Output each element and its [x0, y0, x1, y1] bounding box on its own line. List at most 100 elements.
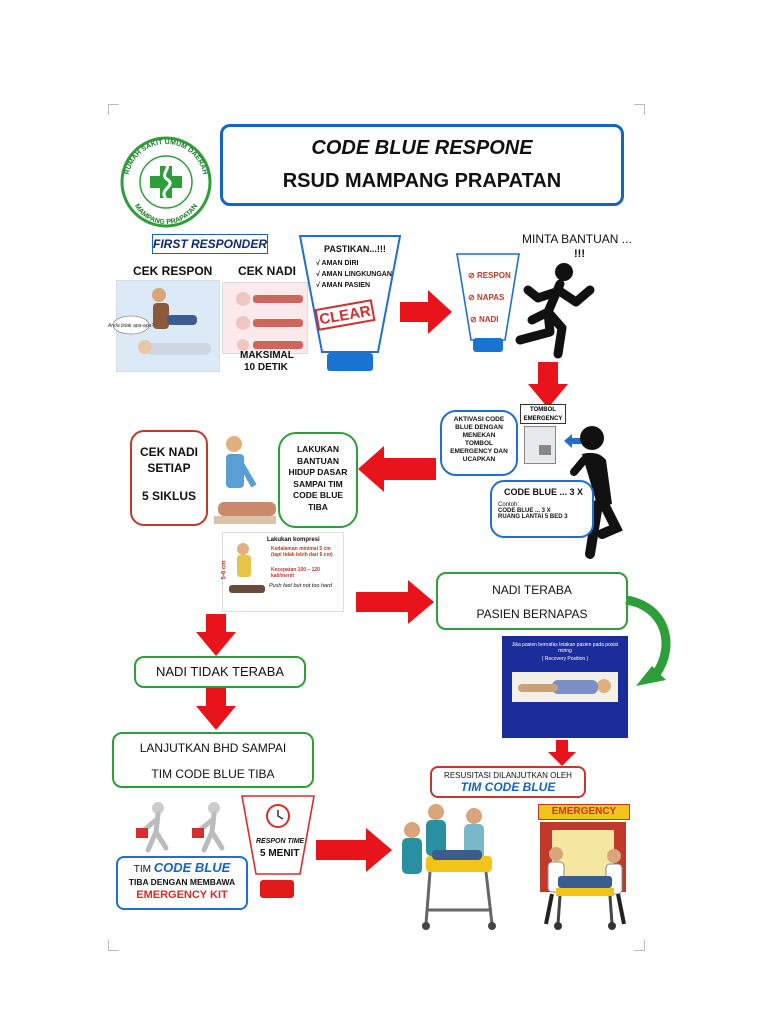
recovery-person-icon [518, 679, 611, 694]
recovery-position-card: Jika pasien bernafas letakan pasien pada… [502, 636, 628, 738]
emergency-button-panel [524, 426, 556, 464]
arrow-down-icon-3 [196, 614, 236, 656]
cpr-compression-icon [214, 436, 276, 524]
resusitasi-line-2: TIM CODE BLUE [460, 780, 556, 794]
cpr-illustration [210, 432, 276, 528]
rescuer-check-response-icon: Anda tidak apa-apa? [107, 288, 211, 355]
tim-code-blue: CODE BLUE [153, 860, 231, 875]
contoh-line-1: CODE BLUE ... 3 X [498, 508, 551, 514]
curved-arrow-icon [625, 595, 671, 686]
pastikan-item-3: √ AMAN PASIEN [316, 282, 371, 289]
kompresi-person-icon [229, 543, 265, 593]
lakukan-line-1: LAKUKAN [296, 444, 340, 454]
detik-label: 10 DETIK [244, 362, 288, 373]
lakukan-line-4: SAMPAI TIM [293, 478, 343, 489]
arrow-left-small-icon [564, 434, 586, 448]
pulse-check-icon [236, 292, 303, 351]
arrow-right-icon-2 [356, 580, 434, 624]
resusitasi-line-1: RESUSITASI DILANJUTKAN OLEH [444, 771, 572, 780]
crop-mark-tr [634, 104, 645, 115]
arrow-down-icon-1 [528, 362, 568, 408]
kompresi-bullet-1: Kedalaman minimal 5 cm (tapi tidak lebih… [271, 546, 333, 558]
emergency-kit-people-icon [136, 802, 225, 853]
cek-respon-label: CEK RESPON [133, 264, 213, 278]
first-responder-label: FIRST RESPONDER [152, 234, 268, 254]
kompresi-title: Lakukan kompresi [267, 537, 320, 543]
checklist-button [473, 338, 503, 352]
pastikan-item-2: √ AMAN LINGKUNGAN [316, 271, 392, 278]
pastikan-button [327, 353, 373, 371]
nadi-teraba-line-2: PASIEN BERNAPAS [476, 607, 588, 621]
recovery-image [512, 672, 618, 702]
tim-tiba-line-2: TIBA DENGAN MEMBAWA [128, 877, 236, 887]
kompresi-push: Push fast but not too hard [269, 583, 332, 589]
tim-tiba-line-1: TIM CODE BLUE [118, 860, 246, 875]
emergency-button-icon [539, 445, 551, 455]
title-line-1: CODE BLUE RESPONE [311, 137, 533, 159]
cek-respon-illustration: Anda tidak apa-apa? [107, 280, 220, 372]
aktivasi-line-5: EMERGENCY DAN [450, 448, 508, 455]
code-blue-call: CODE BLUE ... 3 X [504, 487, 584, 497]
cek-nadi-setiap-line-2: SETIAP [147, 461, 191, 475]
checklist-item-respon-label: RESPON [476, 271, 511, 280]
aktivasi-line-6: UCAPKAN [462, 456, 496, 463]
tim-label: TIM [133, 864, 151, 875]
aktivasi-line-4: TOMBOL [464, 440, 494, 447]
standing-person-icon [570, 426, 623, 559]
kompresi-card: 5-6 cm Lakukan kompresi Kedalaman minima… [222, 532, 344, 612]
lakukan-line-3: HIDUP DASAR [288, 467, 348, 477]
aktivasi-line-3: MENEKAN [462, 432, 496, 439]
checklist-item-nadi: ⊘ NADI [470, 315, 499, 324]
kompresi-bullet-2: Kecepatan 100 – 120 kali/menit [271, 567, 320, 579]
checklist-item-napas-label: NAPAS [476, 293, 505, 302]
lakukan-line-6: TIBA [308, 501, 328, 512]
running-person-icon [515, 263, 595, 359]
cek-nadi-illustration [222, 282, 308, 354]
lanjutkan-line-2: TIM CODE BLUE TIBA [151, 767, 275, 781]
respon-time-value: 5 MENIT [260, 848, 300, 859]
title-box: CODE BLUE RESPONE RSUD MAMPANG PRAPATAN [220, 124, 624, 206]
lanjutkan-line-1: LANJUTKAN BHD SAMPAI [139, 741, 287, 755]
kompresi-side-label: 5-6 cm [221, 560, 228, 580]
cek-nadi-label: CEK NADI [238, 264, 297, 278]
cek-nadi-setiap-line-1: CEK NADI [139, 445, 198, 459]
checklist-item-nadi-label: NADI [478, 315, 499, 324]
lakukan-line-2: BANTUAN [296, 455, 340, 466]
respon-time-button [260, 880, 294, 898]
speech-bubble-text: Anda tidak apa-apa? [107, 323, 154, 329]
resuscitation-team-icon [402, 804, 496, 930]
cek-nadi-setiap-box: CEK NADI SETIAP 5 SIKLUS [130, 430, 208, 526]
hospital-logo: RUMAH SAKIT UMUM DAERAH MAMPANG PRAPATAN [114, 132, 218, 228]
minta-bantuan-exclaim: !!! [574, 248, 585, 260]
arrow-down-icon-2 [548, 740, 576, 766]
contoh-line-2: RUANG LANTAI 5 BED 3 [498, 514, 568, 520]
clock-icon [277, 810, 284, 820]
respon-time-label: RESPON TIME [256, 838, 305, 845]
maksimal-label: MAKSIMAL [240, 350, 294, 361]
arrow-down-icon-4 [196, 688, 236, 730]
recovery-caption: Jika pasien bernafas letakan pasien pada… [511, 642, 619, 654]
checklist-item-respon: ⊘ RESPON [468, 271, 511, 280]
checklist-shape [456, 253, 520, 341]
title-line-2: RSUD MAMPANG PRAPATAN [282, 170, 562, 192]
pastikan-item-1: √ AMAN DIRI [316, 260, 359, 267]
resusitasi-box: RESUSITASI DILANJUTKAN OLEH TIM CODE BLU… [430, 766, 586, 798]
nadi-teraba-box: NADI TERABA PASIEN BERNAPAS [436, 572, 628, 630]
logo-emblem-icon: RUMAH SAKIT UMUM DAERAH MAMPANG PRAPATAN [120, 136, 212, 228]
code-blue-bubble: CODE BLUE ... 3 X Contoh: CODE BLUE ... … [490, 480, 594, 538]
arrow-right-icon-3 [316, 828, 392, 872]
nadi-teraba-line-1: NADI TERABA [492, 583, 572, 597]
checklist-item-napas: ⊘ NAPAS [468, 293, 505, 302]
cek-nadi-setiap-line-3: 5 SIKLUS [141, 489, 196, 503]
minta-bantuan-label: MINTA BANTUAN ... [522, 232, 632, 246]
tim-tiba-box: TIM CODE BLUE TIBA DENGAN MEMBAWA EMERGE… [116, 856, 248, 910]
tombol-emergency-label: TOMBOL EMERGENCY [520, 404, 566, 424]
crop-mark-bl [108, 940, 119, 951]
lakukan-bantuan-box: LAKUKAN BANTUAN HIDUP DASAR SAMPAI TIM C… [278, 432, 358, 528]
lanjutkan-box: LANJUTKAN BHD SAMPAI TIM CODE BLUE TIBA [112, 732, 314, 788]
arrow-right-icon-1 [400, 290, 452, 334]
arrow-left-icon [358, 446, 436, 492]
aktivasi-line-1: AKTIVASI CODE [453, 416, 505, 423]
crop-mark-br [634, 940, 645, 951]
lakukan-line-5: CODE BLUE [292, 490, 344, 500]
